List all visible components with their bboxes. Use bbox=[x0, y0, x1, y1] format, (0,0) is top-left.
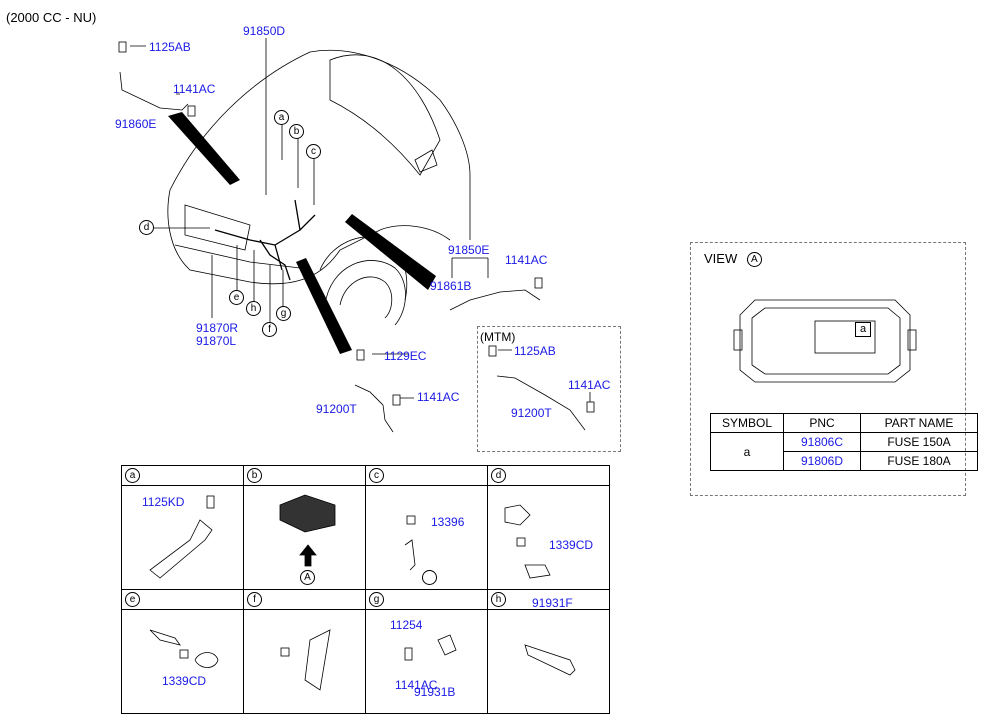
view-title: VIEW A bbox=[704, 251, 762, 268]
detail-cell-g: g 1141AC bbox=[366, 590, 488, 713]
detail-grid: a 1125KD b c 13396 d 1339CD e 1339CD f 1… bbox=[121, 465, 610, 714]
part-label-91870r: 91870R bbox=[196, 321, 239, 335]
bracket-c bbox=[404, 539, 416, 571]
part-label-1125ab: 1125AB bbox=[149, 40, 191, 54]
part-label: 11254 bbox=[390, 618, 423, 632]
car-grille bbox=[184, 204, 251, 251]
callout-d: d bbox=[139, 220, 154, 235]
fuse-slot-label: a bbox=[855, 322, 871, 337]
fuse-table-header-name: PART NAME bbox=[860, 413, 978, 433]
car-mirror bbox=[414, 149, 438, 173]
bracket-h bbox=[524, 644, 576, 676]
part-label-1141ac: 1141AC bbox=[173, 82, 216, 96]
detail-key: a bbox=[125, 468, 140, 483]
part-label: 1125KD bbox=[142, 495, 185, 509]
part-label: 91931B bbox=[414, 685, 456, 699]
callout-a: a bbox=[274, 110, 289, 125]
detail-cell-b: b bbox=[244, 466, 437, 590]
fuse-box-outline bbox=[739, 299, 911, 383]
part-label-1141ac-bottom: 1141AC bbox=[417, 390, 460, 404]
part-label-91870l: 91870L bbox=[196, 334, 237, 348]
detail-cell-f: f 11254 91931B bbox=[244, 590, 455, 713]
part-label-91860e: 91860E bbox=[115, 117, 157, 131]
part-label-1129ec: 1129EC bbox=[384, 349, 427, 363]
detail-cell-a: a 1125KD bbox=[122, 466, 244, 590]
terminal-e bbox=[149, 629, 181, 646]
part-label-91850d: 91850D bbox=[243, 24, 286, 38]
bulb-e bbox=[194, 652, 219, 668]
detail-key: f bbox=[247, 592, 262, 607]
model-header: (2000 CC - NU) bbox=[6, 10, 97, 25]
view-a-box bbox=[690, 242, 966, 496]
detail-cell-d: d 1339CD bbox=[488, 466, 609, 590]
car-windshield bbox=[329, 54, 441, 176]
cover-b bbox=[279, 494, 336, 533]
bracket-a bbox=[149, 519, 213, 579]
battery-cable-upper bbox=[119, 71, 189, 111]
detail-cell-c: c 13396 bbox=[366, 466, 488, 590]
part-label-1125ab-mtm: 1125AB bbox=[514, 344, 556, 358]
battery-cable-right bbox=[449, 289, 541, 311]
fuse-table-symbol: a bbox=[710, 432, 784, 471]
part-label-1141ac-right: 1141AC bbox=[505, 253, 548, 267]
part-label: 1141AC bbox=[395, 678, 438, 692]
clip-d bbox=[504, 504, 531, 526]
part-label: 1339CD bbox=[549, 538, 594, 552]
view-marker: A bbox=[746, 252, 762, 267]
detail-key: b bbox=[247, 468, 262, 483]
callout-g: g bbox=[276, 306, 291, 321]
car-body-front bbox=[167, 189, 451, 285]
mtm-variant-box bbox=[477, 326, 621, 452]
part-label-91200t: 91200T bbox=[316, 402, 357, 416]
car-wheel-inner bbox=[339, 276, 393, 319]
callout-e: e bbox=[229, 290, 244, 305]
part-label: 13396 bbox=[431, 515, 465, 529]
fuse-table-pnc: 91806C bbox=[783, 432, 861, 452]
detail-key: e bbox=[125, 592, 140, 607]
fuse-table-pnc: 91806D bbox=[783, 451, 861, 471]
part-label-91850e: 91850E bbox=[448, 243, 490, 257]
part-label-91861b: 91861B bbox=[430, 279, 472, 293]
part-label: 91931F bbox=[532, 596, 573, 610]
detail-cell-h: h 91931F bbox=[488, 590, 609, 713]
callout-f: f bbox=[262, 322, 277, 337]
fuse-table-name: FUSE 180A bbox=[860, 451, 978, 471]
battery-cable-mtm bbox=[496, 375, 586, 431]
detail-key: g bbox=[369, 592, 384, 607]
view-marker-b bbox=[422, 570, 437, 585]
callout-b: b bbox=[289, 124, 304, 139]
callout-band-right bbox=[345, 214, 436, 290]
car-hood-outline bbox=[169, 49, 471, 240]
part-label: 1339CD bbox=[162, 674, 207, 688]
callout-c: c bbox=[306, 144, 321, 159]
view-title-text: VIEW bbox=[704, 251, 738, 266]
fuse-table-header-pnc: PNC bbox=[783, 413, 861, 433]
detail-key: c bbox=[369, 468, 384, 483]
lug-g bbox=[437, 634, 457, 656]
fuse-table: SYMBOL PNC PART NAME a 91806C FUSE 150A … bbox=[710, 413, 978, 471]
wire-harness bbox=[214, 199, 316, 281]
detail-cell-e: e 1339CD bbox=[122, 590, 244, 713]
car-bumper bbox=[174, 244, 301, 269]
terminal-d bbox=[524, 564, 551, 579]
mtm-title: (MTM) bbox=[480, 330, 516, 344]
plate-f bbox=[304, 629, 331, 691]
part-label-1141ac-mtm: 1141AC bbox=[568, 378, 611, 392]
fuse-table-header-symbol: SYMBOL bbox=[710, 413, 784, 433]
detail-key: h bbox=[491, 592, 506, 607]
callout-h: h bbox=[246, 301, 261, 316]
callout-band-upper bbox=[168, 112, 240, 185]
callout-band-bottom bbox=[296, 258, 352, 354]
battery-cable-bottom bbox=[354, 384, 394, 433]
fuse-table-name: FUSE 150A bbox=[860, 432, 978, 452]
car-wheel-outer bbox=[324, 260, 406, 326]
detail-key: d bbox=[491, 468, 506, 483]
part-label-91200t-mtm: 91200T bbox=[511, 406, 552, 420]
view-marker-b: A bbox=[300, 570, 315, 585]
